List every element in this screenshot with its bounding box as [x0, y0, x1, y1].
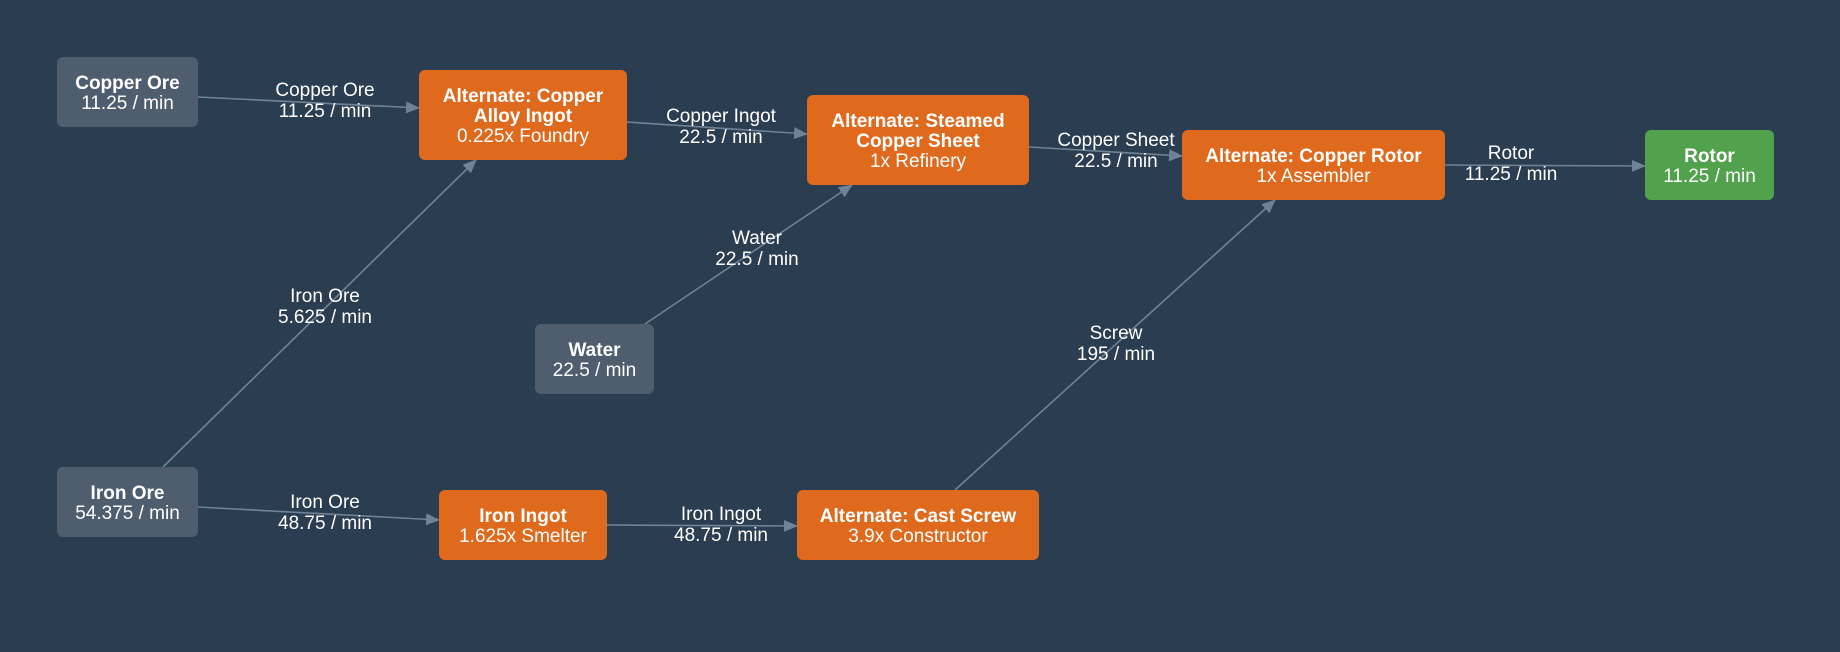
edge-item-name: Copper Ingot	[666, 106, 777, 127]
node-title: Rotor	[1684, 146, 1735, 167]
edge-rate: 11.25 / min	[1465, 164, 1558, 185]
node-title: Alternate: Steamed	[831, 111, 1004, 132]
edge-item-name: Iron Ingot	[681, 504, 762, 525]
node-box-output	[1645, 130, 1774, 200]
edge-rate: 22.5 / min	[1074, 151, 1157, 172]
node-title: Iron Ingot	[479, 506, 567, 527]
edge-arrow-steamed-copper-sheet-to-copper-rotor	[1028, 146, 1183, 162]
edge-item-name: Water	[732, 228, 783, 249]
node-machine-count: 1x Assembler	[1256, 166, 1371, 187]
edge-arrow-copper-rotor-to-rotor	[1444, 159, 1646, 172]
edge-arrow-copper-ore-to-copper-alloy-ingot	[197, 96, 420, 114]
node-title: Copper Sheet	[856, 131, 980, 152]
node-machine-count: 0.225x Foundry	[457, 126, 590, 147]
edge-arrow-iron-ore-to-iron-ingot	[197, 506, 440, 526]
node-title: Alternate: Copper Rotor	[1205, 146, 1422, 167]
node-rate: 11.25 / min	[1663, 166, 1756, 187]
edge-item-name: Screw	[1090, 323, 1143, 344]
node-title: Alternate: Cast Screw	[820, 506, 1017, 527]
edges-layer	[162, 96, 1646, 532]
edge-item-name: Copper Ore	[275, 80, 374, 101]
edge-rate: 22.5 / min	[715, 249, 798, 270]
edge-arrow-copper-alloy-ingot-to-steamed-copper-sheet	[626, 121, 808, 140]
edge-item-name: Rotor	[1488, 143, 1535, 164]
node-box-recipe	[439, 490, 607, 560]
edge-item-name: Copper Sheet	[1057, 130, 1175, 151]
edge-arrow-iron-ore-to-copper-alloy-ingot	[162, 159, 477, 468]
edge-rate: 48.75 / min	[278, 513, 372, 534]
node-box-input	[535, 324, 654, 394]
node-box-recipe	[419, 70, 627, 160]
node-box-recipe	[807, 95, 1029, 185]
edge-arrow-water-to-steamed-copper-sheet	[644, 184, 853, 325]
node-machine-count: 3.9x Constructor	[848, 526, 988, 547]
edge-rate: 11.25 / min	[279, 101, 372, 122]
edge-rate: 5.625 / min	[278, 307, 372, 328]
edge-item-name: Iron Ore	[290, 492, 360, 513]
node-title: Copper Ore	[75, 73, 180, 94]
node-title: Alloy Ingot	[474, 106, 573, 127]
node-title: Iron Ore	[91, 483, 165, 504]
node-rate: 11.25 / min	[81, 93, 174, 114]
edge-arrow-iron-ingot-to-cast-screw	[606, 519, 798, 532]
edge-rate: 22.5 / min	[679, 127, 762, 148]
node-title: Water	[568, 340, 621, 361]
node-box-recipe	[797, 490, 1039, 560]
node-title: Alternate: Copper	[443, 86, 604, 107]
node-machine-count: 1.625x Smelter	[459, 526, 587, 547]
node-box-recipe	[1182, 130, 1445, 200]
edge-rate: 48.75 / min	[674, 525, 768, 546]
node-box-input	[57, 467, 198, 537]
node-rate: 22.5 / min	[553, 360, 636, 381]
edge-rate: 195 / min	[1077, 344, 1155, 365]
node-machine-count: 1x Refinery	[870, 151, 967, 172]
node-box-input	[57, 57, 198, 127]
node-rate: 54.375 / min	[75, 503, 180, 524]
edge-item-name: Iron Ore	[290, 286, 360, 307]
edge-arrow-cast-screw-to-copper-rotor	[954, 199, 1276, 491]
